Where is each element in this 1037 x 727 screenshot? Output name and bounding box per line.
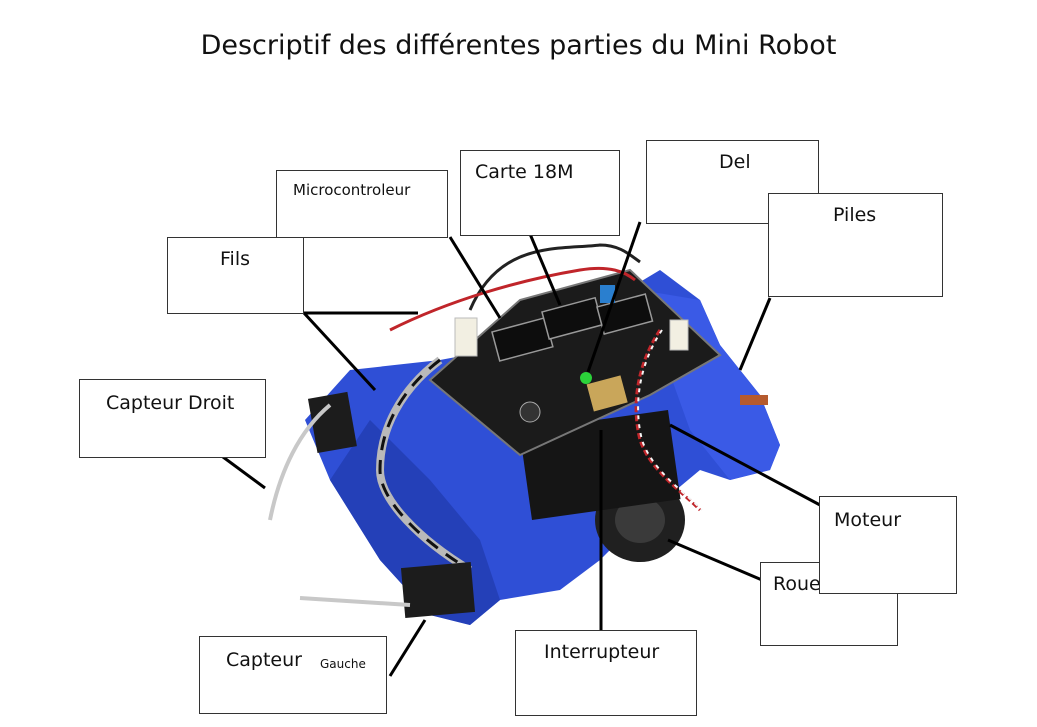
capacitor-blue <box>600 285 615 303</box>
label-box-carte: Carte 18M <box>460 150 620 236</box>
label-box-microcontroleur: Microcontroleur <box>276 170 448 238</box>
label-fils: Fils <box>220 248 251 270</box>
label-box-capteur-gauche: Capteur Gauche <box>199 636 387 714</box>
connector-white <box>454 317 478 357</box>
led-green <box>580 372 592 384</box>
left-feeler <box>299 596 411 607</box>
right-feeler <box>268 403 332 521</box>
pointer-microcontroleur <box>448 236 502 319</box>
switch <box>586 375 628 412</box>
label-box-piles: Piles <box>768 193 943 297</box>
left-sensor <box>400 562 476 618</box>
label-microcontroleur: Microcontroleur <box>293 181 411 199</box>
battery-tab <box>740 395 768 405</box>
label-interrupteur: Interrupteur <box>544 641 660 663</box>
label-piles: Piles <box>833 204 877 226</box>
pointer-del <box>586 221 642 373</box>
diagram-title: Descriptif des différentes parties du Mi… <box>200 30 837 61</box>
pointer-capteur-gauche <box>388 619 427 677</box>
ribbon-cable-dash <box>378 358 471 572</box>
label-box-interrupteur: Interrupteur <box>515 630 697 716</box>
pointer-moteur <box>669 423 821 507</box>
label-del: Del <box>719 151 751 173</box>
pointer-piles <box>738 297 772 371</box>
wire-black <box>468 243 641 311</box>
wire-red-motor <box>634 329 702 512</box>
label-capteur: Capteur <box>226 649 302 671</box>
connector-white-2 <box>669 319 689 351</box>
pointer-fils-2 <box>302 311 377 392</box>
right-sensor <box>307 391 357 454</box>
label-moteur: Moteur <box>834 509 902 531</box>
label-gauche: Gauche <box>320 657 366 671</box>
label-box-fils: Fils <box>167 237 304 314</box>
label-box-capteur-droit: Capteur Droit <box>79 379 266 458</box>
label-capteur-droit: Capteur Droit <box>106 392 235 414</box>
capacitor <box>519 401 541 423</box>
label-carte: Carte 18M <box>475 161 574 183</box>
label-box-moteur: Moteur <box>819 496 957 594</box>
wheel-rim <box>615 497 665 543</box>
label-roue: Roue <box>773 573 821 595</box>
pointer-roue <box>667 538 763 582</box>
